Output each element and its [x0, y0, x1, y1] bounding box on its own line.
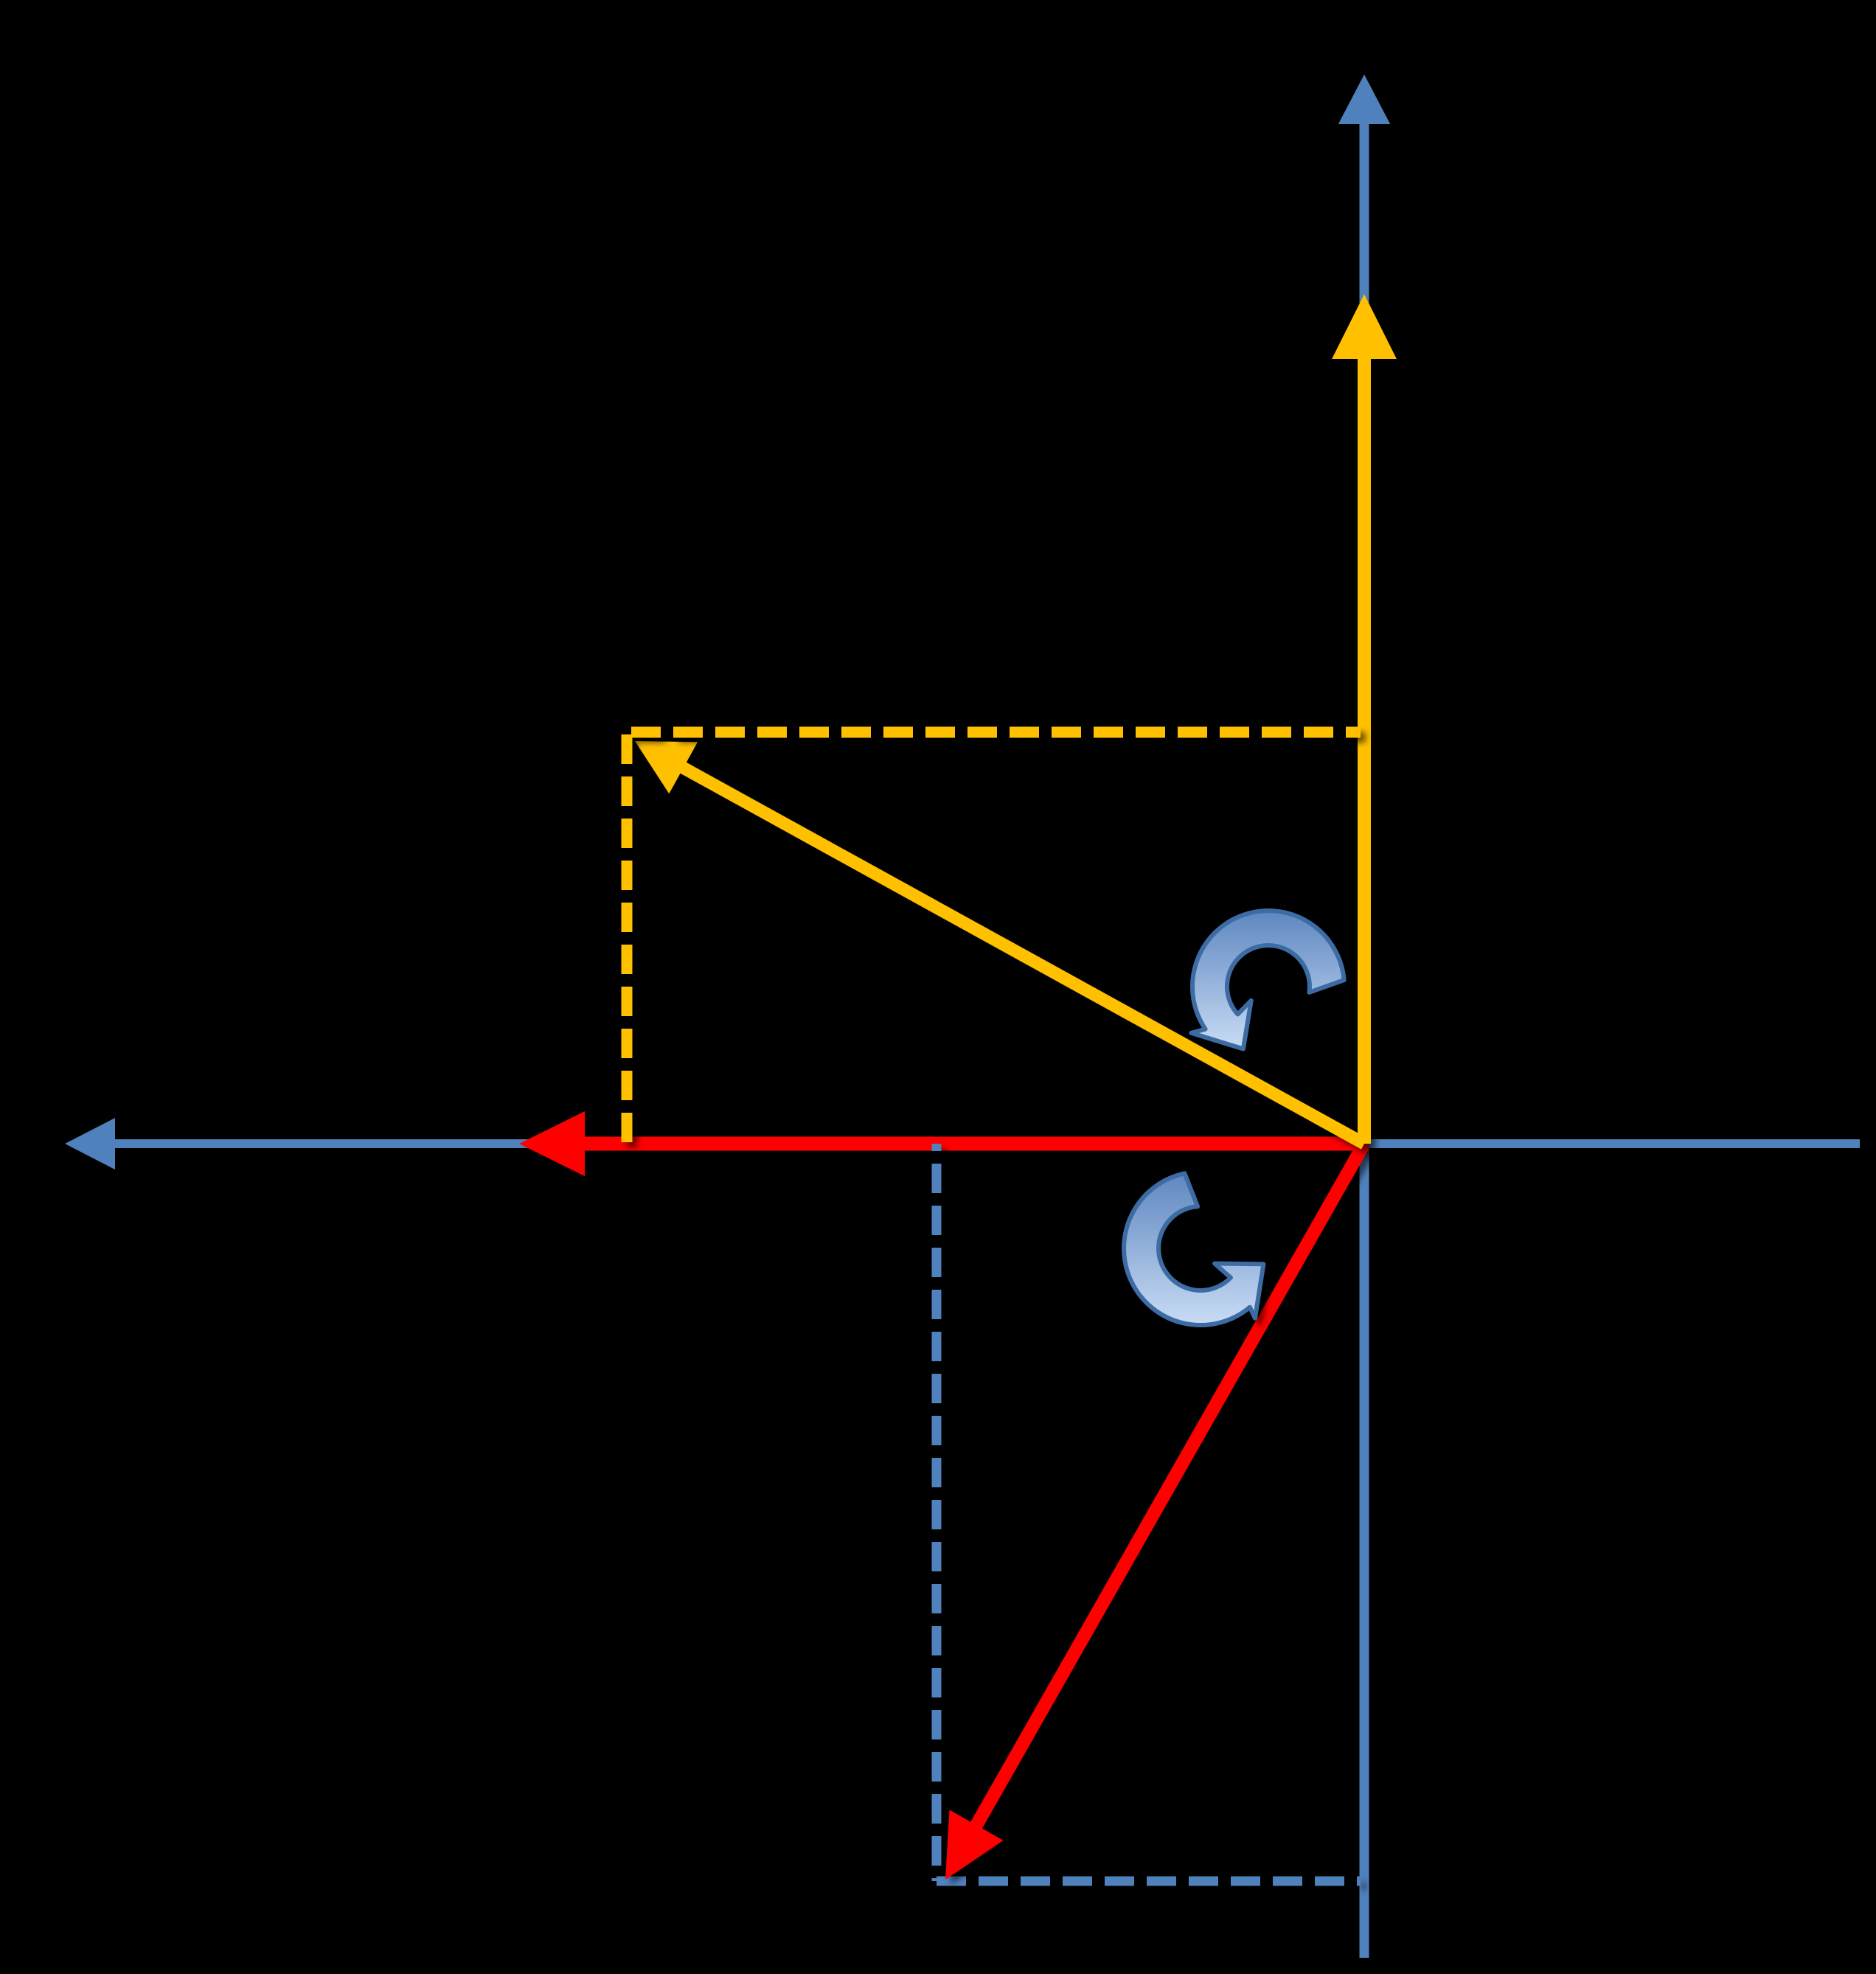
ccw-rotation-arrow-upper-icon	[1189, 908, 1347, 1052]
rotation-arrows	[1122, 908, 1347, 1327]
yellow-vector-positive-y	[1332, 294, 1397, 1144]
red-vector-negative-x	[519, 1111, 1364, 1176]
red-vector-rotated-shaft	[970, 1140, 1370, 1830]
yellow-vector-positive-y-arrowhead-icon	[1332, 294, 1397, 359]
yellow-projection-dashed-lines	[621, 726, 1361, 1145]
yellow-vector-rotated-shaft	[678, 761, 1368, 1150]
yellow-vector-rotated	[635, 741, 1368, 1150]
diagram-layers	[65, 74, 1860, 1958]
red-projection-dashed-lines	[931, 1144, 1361, 1886]
ccw-rotation-arrow-lower-icon	[1122, 1171, 1266, 1327]
yellow-vector-rotated-arrowhead-icon	[635, 741, 698, 794]
red-vector-rotated-layer	[945, 1140, 1370, 1880]
red-vector-rotated	[945, 1140, 1370, 1880]
x-axis-arrowhead-icon	[65, 1118, 115, 1170]
y-axis-arrowhead-icon	[1338, 74, 1390, 124]
red-vector-horizontal-layer	[519, 1111, 1364, 1176]
red-vector-rotated-arrowhead-icon	[945, 1810, 1004, 1880]
red-vector-negative-x-arrowhead-icon	[519, 1111, 585, 1176]
yellow-vectors	[635, 294, 1397, 1150]
